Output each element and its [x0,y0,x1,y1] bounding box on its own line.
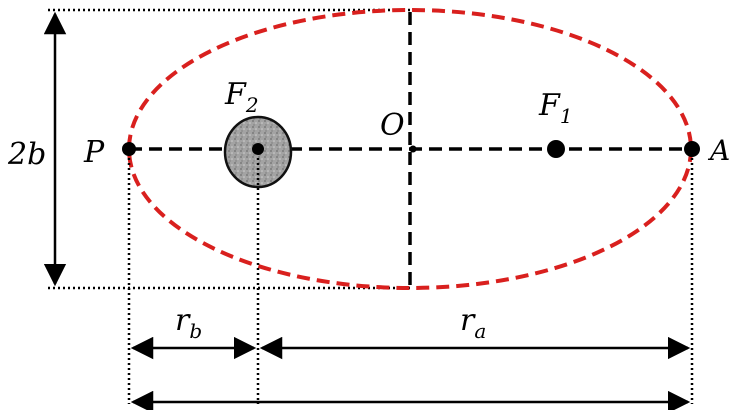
label-f2-sub: 2 [245,93,259,117]
label-ra-sub: a [474,319,486,343]
label-f1-sub: 1 [560,104,573,128]
label-f1: F1 [538,88,573,128]
label-2b: 2b [7,137,46,172]
label-bottom-length: ... [330,395,355,410]
label-p: P [83,135,105,170]
point-a [684,141,700,157]
label-f2: F2 [224,77,259,117]
label-ra-main: r [460,303,476,338]
label-a: A [707,134,729,167]
point-p [122,142,136,156]
label-f1-main: F [538,88,561,123]
point-f1 [547,140,565,158]
label-rb-sub: b [189,319,202,343]
point-f2 [252,143,264,155]
point-o [409,145,417,153]
label-rb: rb [175,303,202,343]
label-f2-main: F [224,77,247,112]
label-o: O [380,108,405,143]
label-rb-main: r [175,303,191,338]
label-ra: ra [460,303,486,343]
